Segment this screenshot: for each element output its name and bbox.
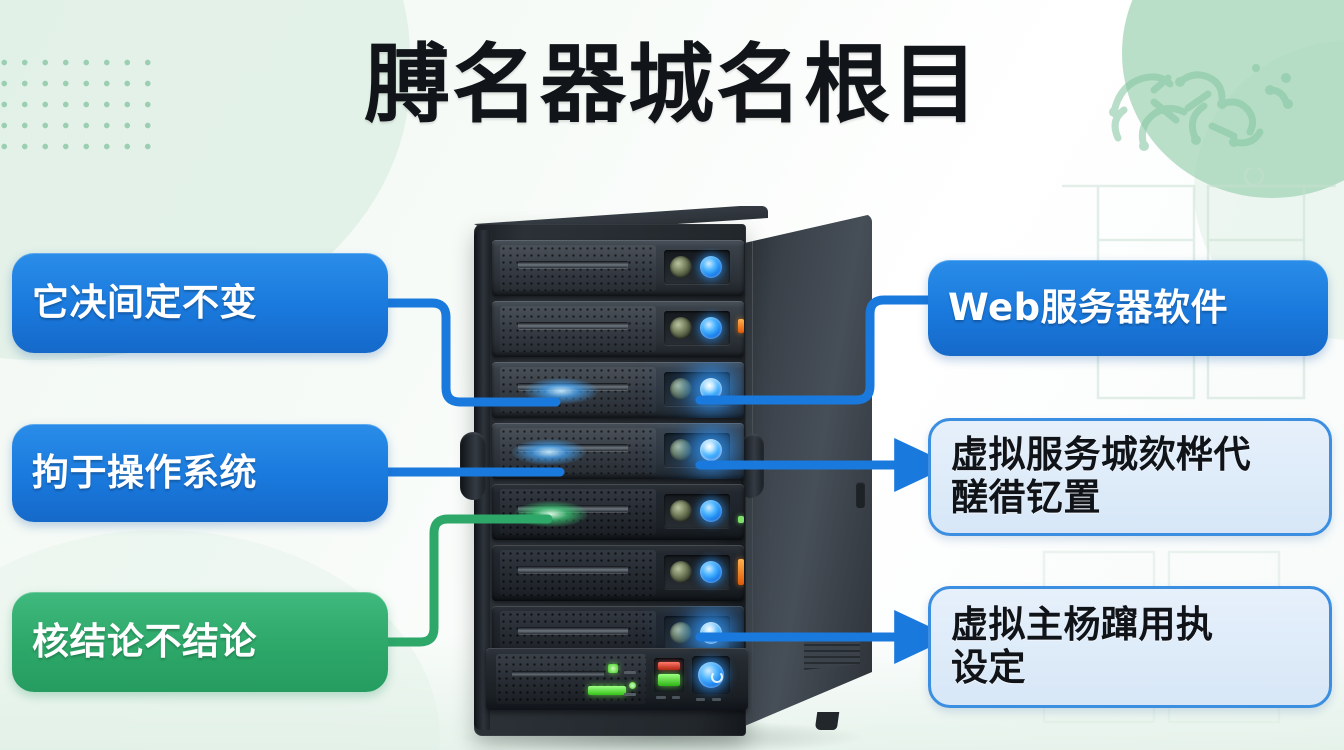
tower-side-latch-icon bbox=[856, 482, 865, 508]
callout-bound-to-os[interactable]: 拘于操作系统 bbox=[12, 424, 388, 522]
power-led-icon bbox=[700, 317, 722, 339]
status-indicator-panel bbox=[654, 658, 684, 692]
control-panel-vent bbox=[496, 654, 646, 704]
callout-virtual-service-config[interactable]: 虚拟服务城欬桦代 醝徣钇置 bbox=[928, 418, 1332, 536]
activity-led-icon bbox=[670, 256, 692, 278]
alert-led-icon bbox=[658, 662, 680, 670]
drive-bay-slot bbox=[518, 444, 628, 451]
green-dot-led-icon bbox=[608, 664, 618, 673]
decor-dot-grid bbox=[0, 52, 154, 152]
drive-bay-slot bbox=[518, 261, 628, 268]
callout-text-line-2: 设定 bbox=[951, 646, 1026, 689]
drive-bay-led-panel bbox=[664, 616, 730, 650]
drive-bay-vent bbox=[500, 489, 656, 535]
status-led-icon bbox=[738, 516, 744, 523]
callout-text-line-2: 醝徣钇置 bbox=[951, 476, 1101, 519]
drive-bay-slot bbox=[518, 383, 628, 390]
callout-text: Web服务器软件 bbox=[948, 285, 1229, 329]
power-led-icon bbox=[700, 500, 722, 522]
callout-text: 核结论不结论 bbox=[32, 619, 257, 663]
drive-bay-led-panel bbox=[664, 494, 730, 528]
callout-text: 它决间定不变 bbox=[32, 280, 257, 324]
drive-bay-2[interactable] bbox=[492, 301, 744, 357]
warning-led-icon bbox=[738, 319, 744, 333]
server-tower bbox=[452, 196, 872, 750]
callout-text: 拘于操作系统 bbox=[32, 450, 257, 494]
drive-bay-slot bbox=[518, 627, 628, 634]
panel-micro-label bbox=[696, 698, 705, 701]
drive-bay-vent bbox=[500, 428, 656, 474]
drive-bay-led-panel bbox=[664, 555, 730, 589]
panel-micro-label bbox=[712, 698, 721, 701]
drive-bay-vent bbox=[500, 245, 656, 291]
tower-side-vent bbox=[804, 632, 860, 670]
drive-bay-led-panel bbox=[664, 311, 730, 345]
power-icon bbox=[711, 671, 723, 683]
drive-bay-3[interactable] bbox=[492, 362, 744, 418]
drive-bay-vent bbox=[500, 550, 656, 596]
front-control-panel[interactable] bbox=[486, 648, 748, 710]
activity-led-icon bbox=[670, 378, 692, 400]
callout-virtual-host-settings[interactable]: 虚拟主杨蹿用执 设定 bbox=[928, 586, 1332, 708]
panel-tick bbox=[624, 671, 636, 674]
power-led-icon bbox=[700, 561, 722, 583]
drive-bay-slot bbox=[518, 566, 628, 573]
power-button[interactable] bbox=[692, 656, 730, 694]
warning-led-icon bbox=[738, 559, 744, 585]
ok-led-icon bbox=[658, 674, 680, 686]
callout-core-conclusion[interactable]: 核结论不结论 bbox=[12, 592, 388, 692]
drive-bay-6[interactable] bbox=[492, 545, 744, 601]
drive-bay-vent bbox=[500, 306, 656, 352]
power-button-face bbox=[698, 662, 724, 688]
power-led-icon bbox=[700, 622, 722, 644]
green-bar-led-icon bbox=[588, 686, 626, 695]
drive-bay-vent bbox=[500, 367, 656, 413]
power-led-icon bbox=[700, 378, 722, 400]
callout-text-line-1: 虚拟服务城欬桦代 bbox=[951, 433, 1251, 477]
callout-text-line-1: 虚拟主杨蹿用执 bbox=[951, 603, 1214, 647]
optical-drive-slot[interactable] bbox=[512, 671, 604, 677]
drive-bay-5[interactable] bbox=[492, 484, 744, 540]
circuit-brain-icon bbox=[1109, 64, 1293, 151]
callout-web-server-software[interactable]: Web服务器软件 bbox=[928, 260, 1328, 356]
drive-bay-led-panel bbox=[664, 250, 730, 284]
power-led-icon bbox=[700, 256, 722, 278]
drive-bay-1[interactable] bbox=[492, 240, 744, 296]
tower-handle-left[interactable] bbox=[460, 432, 486, 500]
callout-it-decides-unchanged[interactable]: 它决间定不变 bbox=[12, 253, 388, 353]
power-led-icon bbox=[700, 439, 722, 461]
activity-led-icon bbox=[670, 500, 692, 522]
panel-tick bbox=[624, 693, 636, 696]
tower-foot bbox=[814, 712, 840, 730]
drive-bay-led-panel bbox=[664, 433, 730, 467]
activity-led-icon bbox=[670, 439, 692, 461]
drive-bay-led-panel bbox=[664, 372, 730, 406]
green-dot-small-led-icon bbox=[629, 682, 636, 689]
drive-bay-slot bbox=[518, 322, 628, 329]
page-title: 膊名器城名根目 bbox=[364, 35, 980, 135]
activity-led-icon bbox=[670, 622, 692, 644]
drive-bay-slot bbox=[518, 505, 628, 512]
activity-led-icon bbox=[670, 317, 692, 339]
drive-bay-4[interactable] bbox=[492, 423, 744, 479]
panel-micro-label bbox=[672, 696, 680, 699]
panel-micro-label bbox=[656, 696, 666, 699]
activity-led-icon bbox=[670, 561, 692, 583]
